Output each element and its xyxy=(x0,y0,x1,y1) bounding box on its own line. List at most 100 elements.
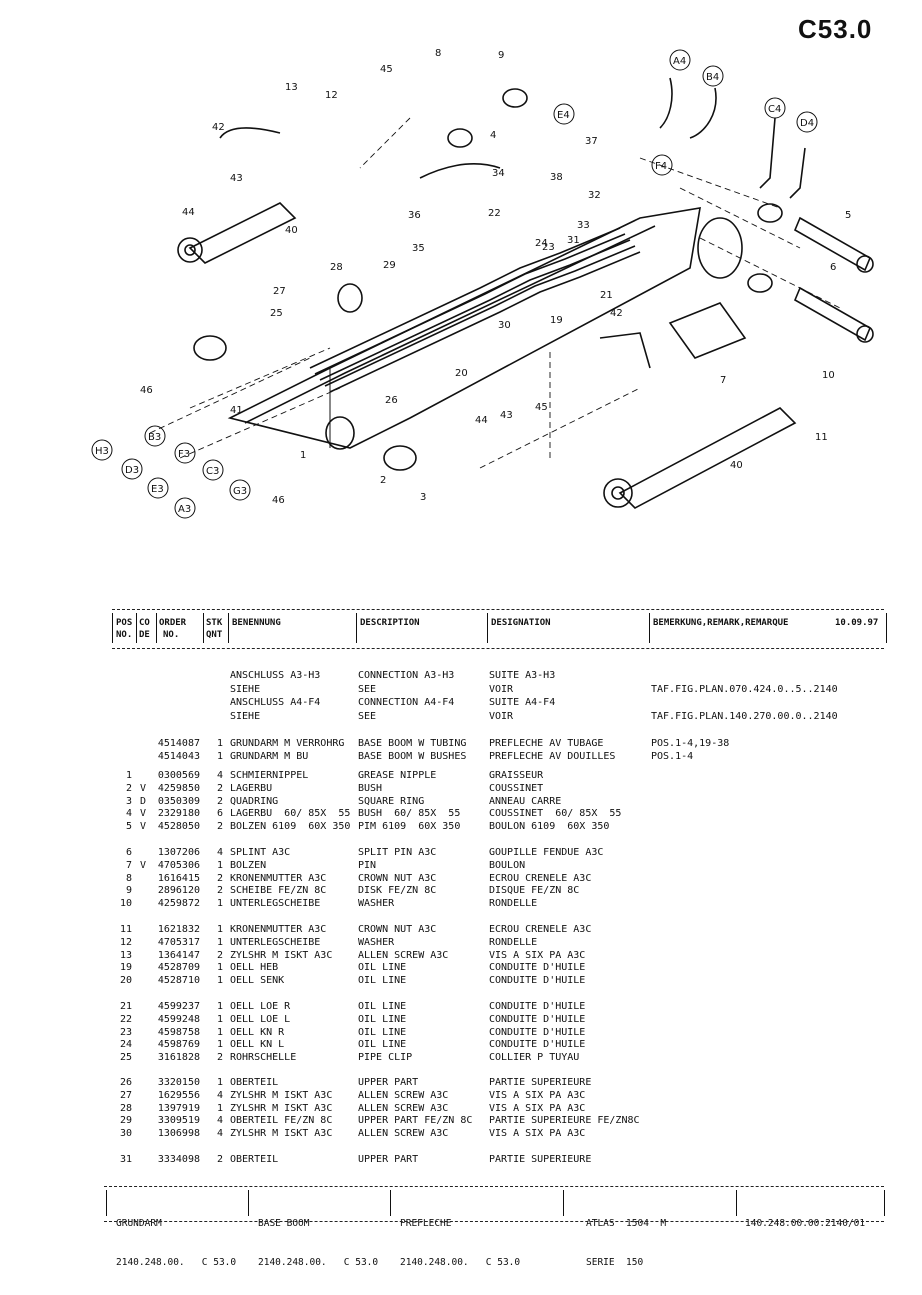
svg-text:42: 42 xyxy=(610,308,623,319)
svg-text:D4: D4 xyxy=(800,118,814,129)
cell-rem: POS.1-4 xyxy=(651,750,694,762)
svg-text:5: 5 xyxy=(845,210,851,221)
cell-ben: OBERTEIL xyxy=(230,1154,279,1165)
svg-text:3: 3 xyxy=(420,492,426,503)
cell-order: 3320150 xyxy=(157,1077,200,1088)
cell-order: 1621832 xyxy=(157,924,200,935)
cell-desig: CONDUITE D'HUILE xyxy=(489,975,586,987)
header-de: DE xyxy=(139,630,150,640)
footer-bottom-rule xyxy=(104,1221,884,1222)
header-description: DESCRIPTION xyxy=(360,618,420,628)
cell-order: 4705306 xyxy=(157,859,200,871)
cell-rem: TAF.FIG.PLAN.140.270.00.0..2140 xyxy=(651,710,838,722)
cell-pos: 22 xyxy=(119,1013,132,1025)
header-benennung: BENENNUNG xyxy=(232,618,281,628)
cell-order: 4259872 xyxy=(157,898,200,910)
svg-text:G3: G3 xyxy=(233,486,247,497)
cell-qty: 2 xyxy=(217,949,224,961)
cell-co: V xyxy=(139,821,147,833)
cell-ben: ANSCHLUSS A3-H3 xyxy=(230,670,321,681)
cell-desc: OIL LINE xyxy=(358,962,407,974)
svg-text:H3: H3 xyxy=(95,446,109,457)
cell-ben: ZYLSHR M ISKT A3C xyxy=(230,1102,333,1114)
cell-desc: PIN xyxy=(358,859,377,871)
cell-desc: ALLEN SCREW A3C xyxy=(358,1102,449,1114)
svg-text:43: 43 xyxy=(500,410,513,421)
cell-desig: PARTIE SUPERIEURE FE/ZN8C xyxy=(489,1115,640,1127)
cell-qty: 1 xyxy=(217,738,224,749)
svg-text:26: 26 xyxy=(385,395,398,406)
cell-pos: 3 xyxy=(125,795,132,807)
cell-qty: 2 xyxy=(217,782,224,794)
cell-qty: 2 xyxy=(217,795,224,807)
cell-pos: 12 xyxy=(119,936,132,948)
cell-desig: VOIR xyxy=(489,710,514,722)
cell-ben: SCHMIERNIPPEL xyxy=(230,770,309,781)
svg-text:10: 10 xyxy=(822,370,835,381)
cell-ben: SPLINT A3C xyxy=(230,847,291,858)
cell-qty: 1 xyxy=(217,936,224,948)
cell-desig: CONDUITE D'HUILE xyxy=(489,1026,586,1038)
cell-ben: OBERTEIL xyxy=(230,1077,279,1088)
cell-desc: BASE BOOM W TUBING xyxy=(358,738,467,749)
svg-text:33: 33 xyxy=(577,220,590,231)
cell-desig: VOIR xyxy=(489,683,514,695)
cell-pos: 26 xyxy=(119,1077,132,1088)
header-stk: STK xyxy=(206,618,223,628)
cell-pos: 1 xyxy=(125,770,132,781)
svg-text:32: 32 xyxy=(588,190,601,201)
svg-text:F4: F4 xyxy=(655,161,667,172)
cell-qty: 6 xyxy=(217,808,224,820)
footer-prefleche-code: 2140.248.00. C 53.0 xyxy=(400,1257,521,1268)
svg-text:43: 43 xyxy=(230,173,243,184)
cell-desig: PREFLECHE AV DOUILLES xyxy=(489,750,616,762)
cell-qty: 2 xyxy=(217,821,224,833)
cell-desig: SUITE A4-F4 xyxy=(489,697,556,708)
cell-desig: COUSSINET 60/ 85X 55 xyxy=(489,808,622,820)
svg-text:7: 7 xyxy=(720,375,726,386)
cell-order: 4259850 xyxy=(157,782,200,794)
cell-desc: PIM 6109 60X 350 xyxy=(358,821,461,833)
svg-text:35: 35 xyxy=(412,243,425,254)
svg-text:B3: B3 xyxy=(148,432,161,443)
cell-desig: PREFLECHE AV TUBAGE xyxy=(489,738,604,749)
svg-text:46: 46 xyxy=(140,385,153,396)
footer-grundarm-code: 2140.248.00. C 53.0 xyxy=(116,1257,237,1268)
cell-desc: ALLEN SCREW A3C xyxy=(358,1128,449,1140)
svg-text:40: 40 xyxy=(730,460,743,471)
cell-desig: ANNEAU CARRE xyxy=(489,795,562,807)
cell-ben: SCHEIBE FE/ZN 8C xyxy=(230,885,327,897)
cell-qty: 4 xyxy=(217,1089,224,1101)
svg-text:20: 20 xyxy=(455,368,468,379)
cell-pos: 11 xyxy=(119,924,132,935)
svg-text:29: 29 xyxy=(383,260,396,271)
cell-order: 2329180 xyxy=(157,808,200,820)
cell-desc: CONNECTION A3-H3 xyxy=(358,670,455,681)
cell-qty: 1 xyxy=(217,962,224,974)
cell-desc: WASHER xyxy=(358,898,395,910)
header-order-no: NO. xyxy=(163,630,180,640)
cell-desc: BUSH 60/ 85X 55 xyxy=(358,808,461,820)
svg-text:4: 4 xyxy=(490,130,496,141)
cell-ben: LAGERBU 60/ 85X 55 xyxy=(230,808,351,820)
cell-ben: BOLZEN xyxy=(230,859,267,871)
cell-qty: 4 xyxy=(217,847,224,858)
cell-ben: UNTERLEGSCHEIBE xyxy=(230,936,321,948)
cell-qty: 1 xyxy=(217,1001,224,1012)
cell-desc: SPLIT PIN A3C xyxy=(358,847,437,858)
cell-desc: UPPER PART FE/ZN 8C xyxy=(358,1115,473,1127)
svg-text:40: 40 xyxy=(285,225,298,236)
cell-order: 3161828 xyxy=(157,1052,200,1064)
cell-qty: 2 xyxy=(217,885,224,897)
cell-order: 0300569 xyxy=(157,770,200,781)
svg-text:B4: B4 xyxy=(706,72,719,83)
cell-desc: OIL LINE xyxy=(358,1013,407,1025)
svg-text:41: 41 xyxy=(230,405,243,416)
cell-order: 1616415 xyxy=(157,872,200,884)
cell-qty: 1 xyxy=(217,975,224,987)
footer-grundarm-title: GRUNDARM xyxy=(116,1218,162,1229)
cell-order: 4598769 xyxy=(157,1039,200,1051)
cell-pos: 24 xyxy=(119,1039,132,1051)
cell-desc: SQUARE RING xyxy=(358,795,425,807)
cell-ben: UNTERLEGSCHEIBE xyxy=(230,898,321,910)
